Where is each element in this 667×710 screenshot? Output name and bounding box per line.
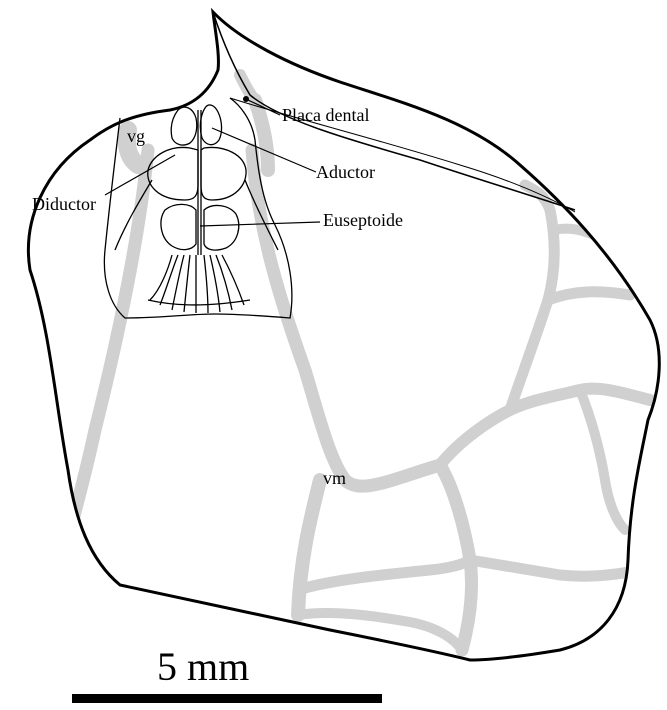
euseptoide-right-lobe (204, 205, 239, 250)
label-euseptoide: Euseptoide (323, 210, 403, 230)
label-vg: vg (127, 126, 145, 146)
scale-bar-label: 5 mm (157, 644, 249, 689)
scale-bar-line (72, 694, 382, 703)
right-vascular-trunk (252, 150, 440, 486)
dental-plate-line (213, 12, 575, 210)
label-diductor: Diductor (32, 194, 96, 214)
label-placa-dental: Placa dental (282, 105, 369, 125)
diductor-scar-right (201, 147, 246, 200)
placa-dental-dot (243, 96, 249, 102)
scale-bar: 5 mm (72, 644, 382, 703)
label-aductor: Aductor (316, 162, 375, 182)
adductor-scar-left (171, 107, 197, 145)
euseptoide-left-lobe (161, 204, 196, 249)
label-vm: vm (323, 468, 346, 488)
diductor-scar-left (148, 147, 198, 200)
adductor-scar-right (200, 105, 221, 145)
